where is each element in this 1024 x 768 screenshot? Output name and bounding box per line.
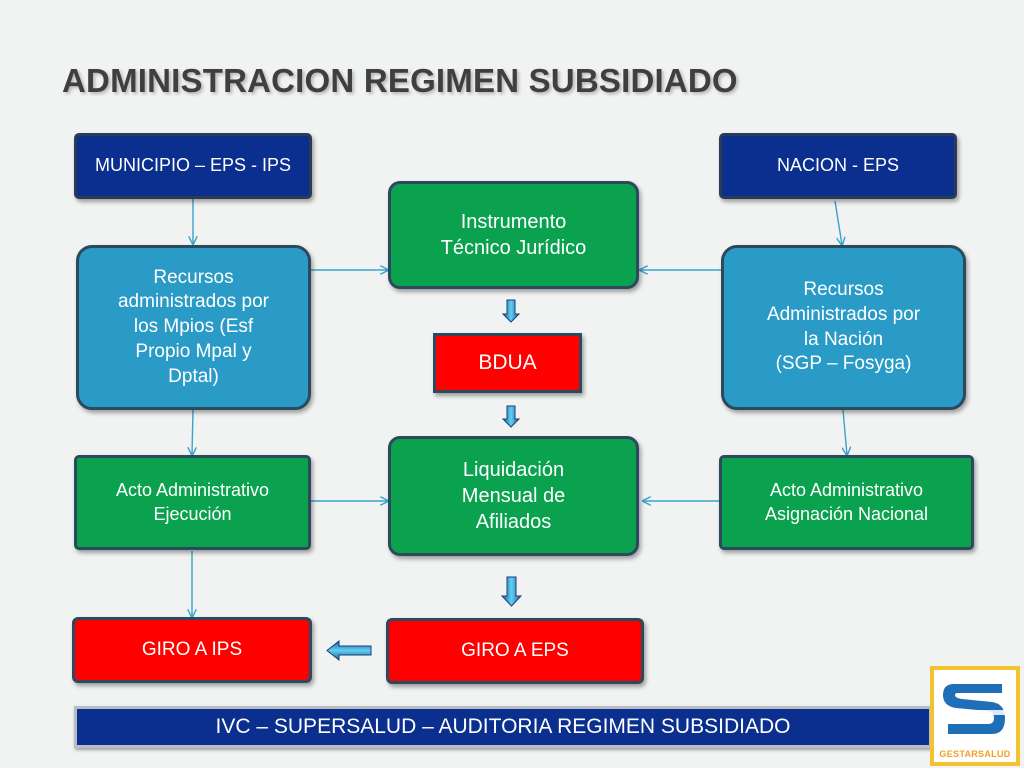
node-instrumento-tecnico-juridico: Instrumento Técnico Jurídico (388, 181, 639, 289)
gestarsalud-logo: GESTARSALUD (930, 666, 1020, 766)
block-arrow-liquidacion-to-giro-eps (500, 576, 523, 607)
connector-recursos-nacion-to-acto-asignacion (843, 409, 847, 455)
node-municipio-eps-ips: MUNICIPIO – EPS - IPS (74, 133, 312, 199)
connector-nacion-to-recursos (834, 200, 842, 245)
block-arrow-instrumento-to-bdua (501, 299, 521, 323)
footer-banner: IVC – SUPERSALUD – AUDITORIA REGIMEN SUB… (74, 706, 932, 748)
node-liquidacion-mensual: Liquidación Mensual de Afiliados (388, 436, 639, 556)
node-recursos-nacion: Recursos Administrados por la Nación (SG… (721, 245, 966, 410)
node-giro-ips: GIRO A IPS (72, 617, 312, 683)
gestarsalud-mark-icon (942, 684, 1006, 734)
node-acto-ejecucion: Acto Administrativo Ejecución (74, 455, 311, 550)
connector-recursos-to-acto-ejecucion (192, 409, 193, 455)
node-giro-eps: GIRO A EPS (386, 618, 644, 684)
node-bdua: BDUA (433, 333, 582, 393)
node-recursos-mpios: Recursos administrados por los Mpios (Es… (76, 245, 311, 410)
block-arrow-bdua-to-liquidacion (501, 405, 521, 428)
node-acto-asignacion: Acto Administrativo Asignación Nacional (719, 455, 974, 550)
logo-label: GESTARSALUD (939, 749, 1011, 759)
node-nacion-eps: NACION - EPS (719, 133, 957, 199)
block-arrow-giro-eps-to-giro-ips (326, 639, 372, 662)
page-title: ADMINISTRACION REGIMEN SUBSIDIADO (62, 62, 738, 99)
